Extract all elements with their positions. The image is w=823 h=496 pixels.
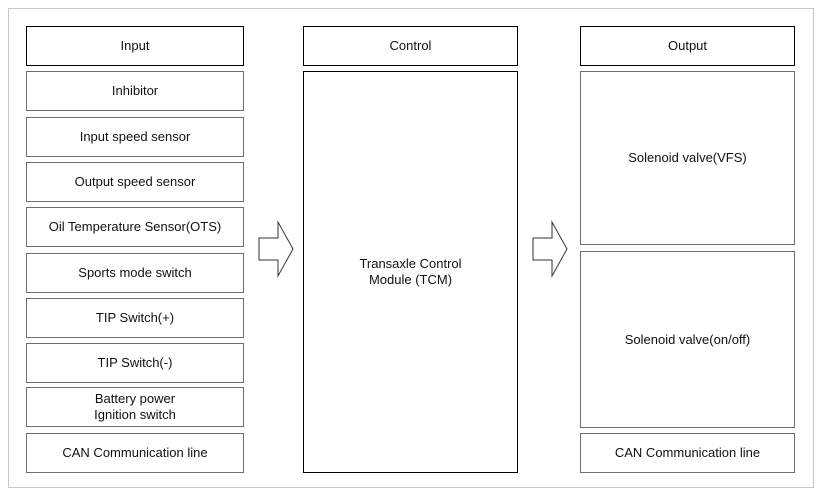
- transaxle-control-module: Transaxle Control Module (TCM): [303, 71, 518, 473]
- input-item-sports-mode-switch: Sports mode switch: [26, 253, 244, 293]
- input-item-output-speed-sensor: Output speed sensor: [26, 162, 244, 202]
- input-item-input-speed-sensor: Input speed sensor: [26, 117, 244, 157]
- diagram-frame: [8, 8, 814, 488]
- input-item-can-communication-line: CAN Communication line: [26, 433, 244, 473]
- input-item-tip-switch-minus: TIP Switch(-): [26, 343, 244, 383]
- arrow-right-icon: [532, 220, 568, 278]
- input-item-inhibitor: Inhibitor: [26, 71, 244, 111]
- input-item-tip-switch-plus: TIP Switch(+): [26, 298, 244, 338]
- input-item-oil-temperature-sensor: Oil Temperature Sensor(OTS): [26, 207, 244, 247]
- input-header: Input: [26, 26, 244, 66]
- control-header: Control: [303, 26, 518, 66]
- arrow-right-icon: [258, 220, 294, 278]
- input-item-battery-ignition: Battery power Ignition switch: [26, 387, 244, 427]
- output-header: Output: [580, 26, 795, 66]
- output-item-solenoid-valve-on-off: Solenoid valve(on/off): [580, 251, 795, 428]
- output-item-can-communication-line: CAN Communication line: [580, 433, 795, 473]
- output-item-solenoid-valve-vfs: Solenoid valve(VFS): [580, 71, 795, 245]
